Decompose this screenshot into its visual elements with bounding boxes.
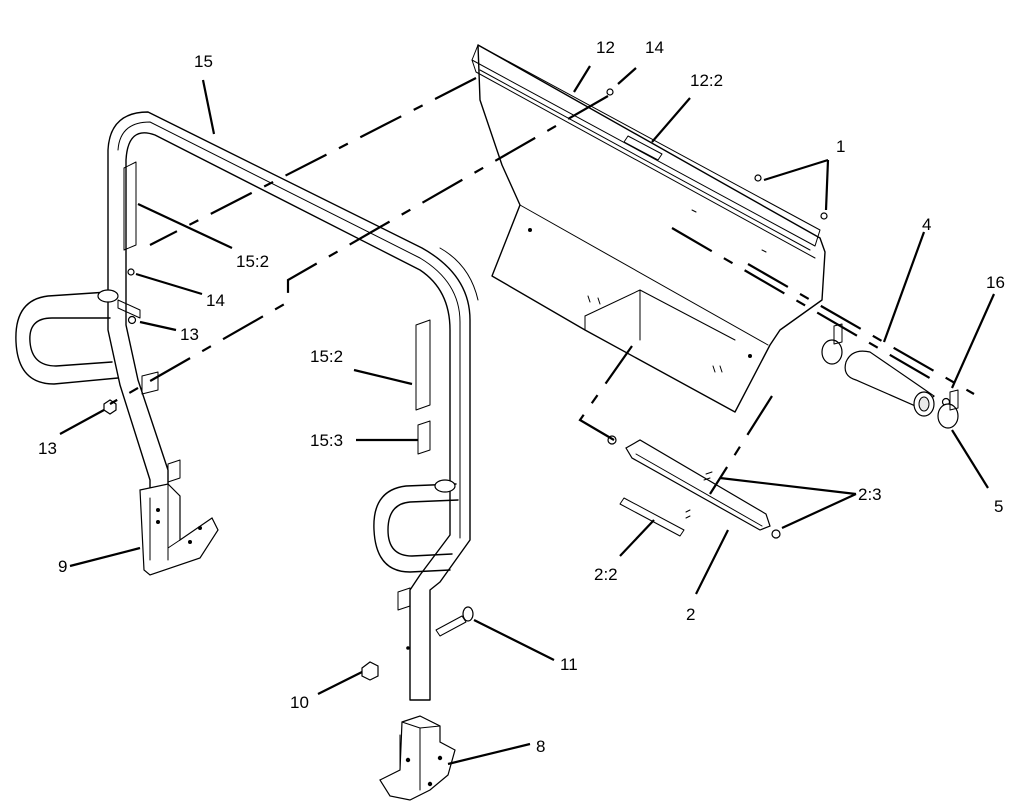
callout-4: 4 bbox=[922, 215, 931, 234]
roll-bar-frame bbox=[15, 111, 479, 701]
callout-10: 10 bbox=[290, 693, 309, 712]
callout-2: 2 bbox=[686, 605, 695, 624]
callout-8: 8 bbox=[536, 737, 545, 756]
callout-14-top: 14 bbox=[645, 38, 664, 57]
left-mount-bracket bbox=[139, 483, 219, 576]
callout-labels: 15 12 14 12:2 1 4 16 5 15:2 14 13 13 15:… bbox=[38, 38, 1005, 756]
callout-1: 1 bbox=[836, 137, 845, 156]
callout-2-2: 2:2 bbox=[594, 565, 618, 584]
callout-13-lower: 13 bbox=[38, 439, 57, 458]
nut bbox=[361, 661, 379, 681]
lower-mount-bracket bbox=[379, 715, 456, 801]
callout-16: 16 bbox=[986, 273, 1005, 292]
leader-lines bbox=[59, 65, 996, 766]
rear-shield-panel bbox=[471, 44, 826, 413]
callout-12-2: 12:2 bbox=[690, 71, 723, 90]
bolt bbox=[435, 606, 474, 637]
callout-5: 5 bbox=[994, 497, 1003, 516]
callout-11: 11 bbox=[560, 655, 578, 674]
alignment-lines bbox=[109, 77, 975, 495]
fasteners bbox=[103, 88, 951, 539]
callout-14-left: 14 bbox=[206, 291, 225, 310]
callout-15-3: 15:3 bbox=[310, 431, 343, 450]
callout-13-upper: 13 bbox=[180, 325, 199, 344]
clamp-left bbox=[821, 323, 843, 365]
callout-15-2-mid: 15:2 bbox=[310, 347, 343, 366]
storage-tube bbox=[844, 350, 935, 417]
hinge-strip-assembly bbox=[619, 439, 771, 537]
callout-15-2-top: 15:2 bbox=[236, 252, 269, 271]
callout-9: 9 bbox=[58, 557, 67, 576]
clamp-right bbox=[937, 389, 959, 429]
callout-2-3: 2:3 bbox=[858, 485, 882, 504]
callout-15: 15 bbox=[194, 52, 213, 71]
callout-12: 12 bbox=[596, 38, 615, 57]
